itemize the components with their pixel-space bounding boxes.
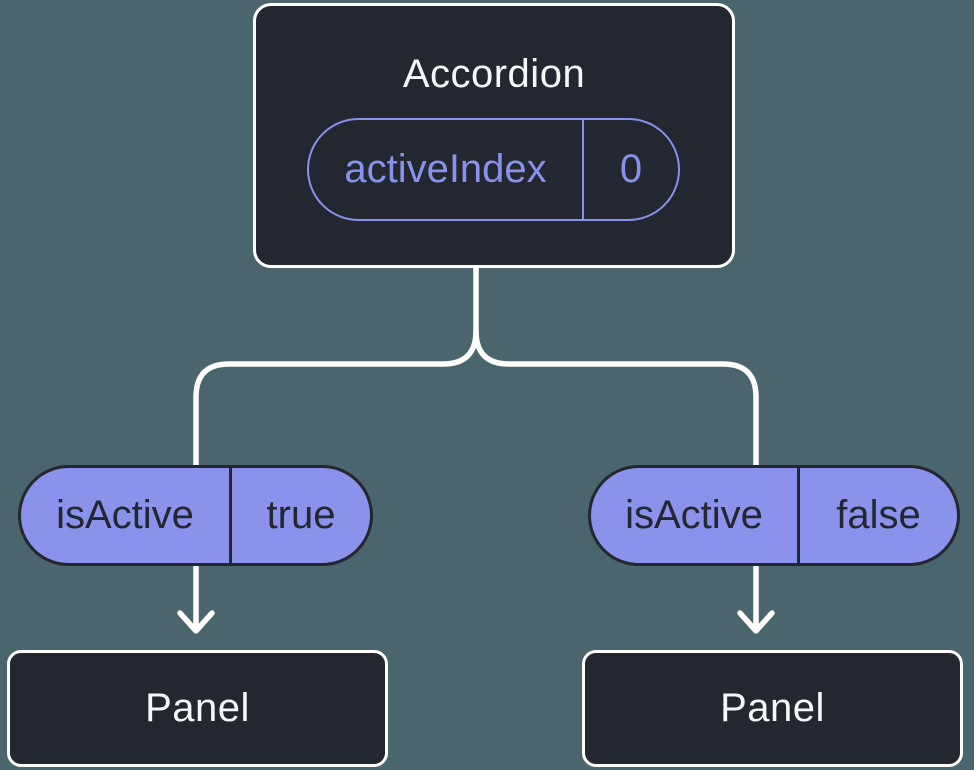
is-active-prop-pill-left: isActive true	[18, 465, 373, 566]
arrow-down-icon	[737, 610, 775, 634]
state-value: 0	[582, 120, 678, 219]
arrow-down-icon	[177, 610, 215, 634]
panel-node-right: Panel	[582, 650, 963, 767]
state-name: activeIndex	[344, 147, 547, 191]
connector-left-branch	[193, 263, 479, 631]
is-active-prop-pill-right: isActive false	[588, 465, 960, 566]
prop-name: isActive	[56, 493, 194, 537]
panel-node-title: Panel	[720, 686, 825, 730]
accordion-node: Accordion activeIndex 0	[253, 3, 735, 268]
prop-value: true	[229, 468, 370, 563]
panel-node-left: Panel	[7, 650, 388, 767]
prop-value: false	[797, 468, 957, 563]
active-index-state-pill: activeIndex 0	[307, 118, 680, 221]
accordion-node-title: Accordion	[402, 52, 586, 96]
panel-node-title: Panel	[145, 686, 250, 730]
prop-name: isActive	[625, 493, 763, 537]
connector-right-branch	[473, 328, 759, 631]
